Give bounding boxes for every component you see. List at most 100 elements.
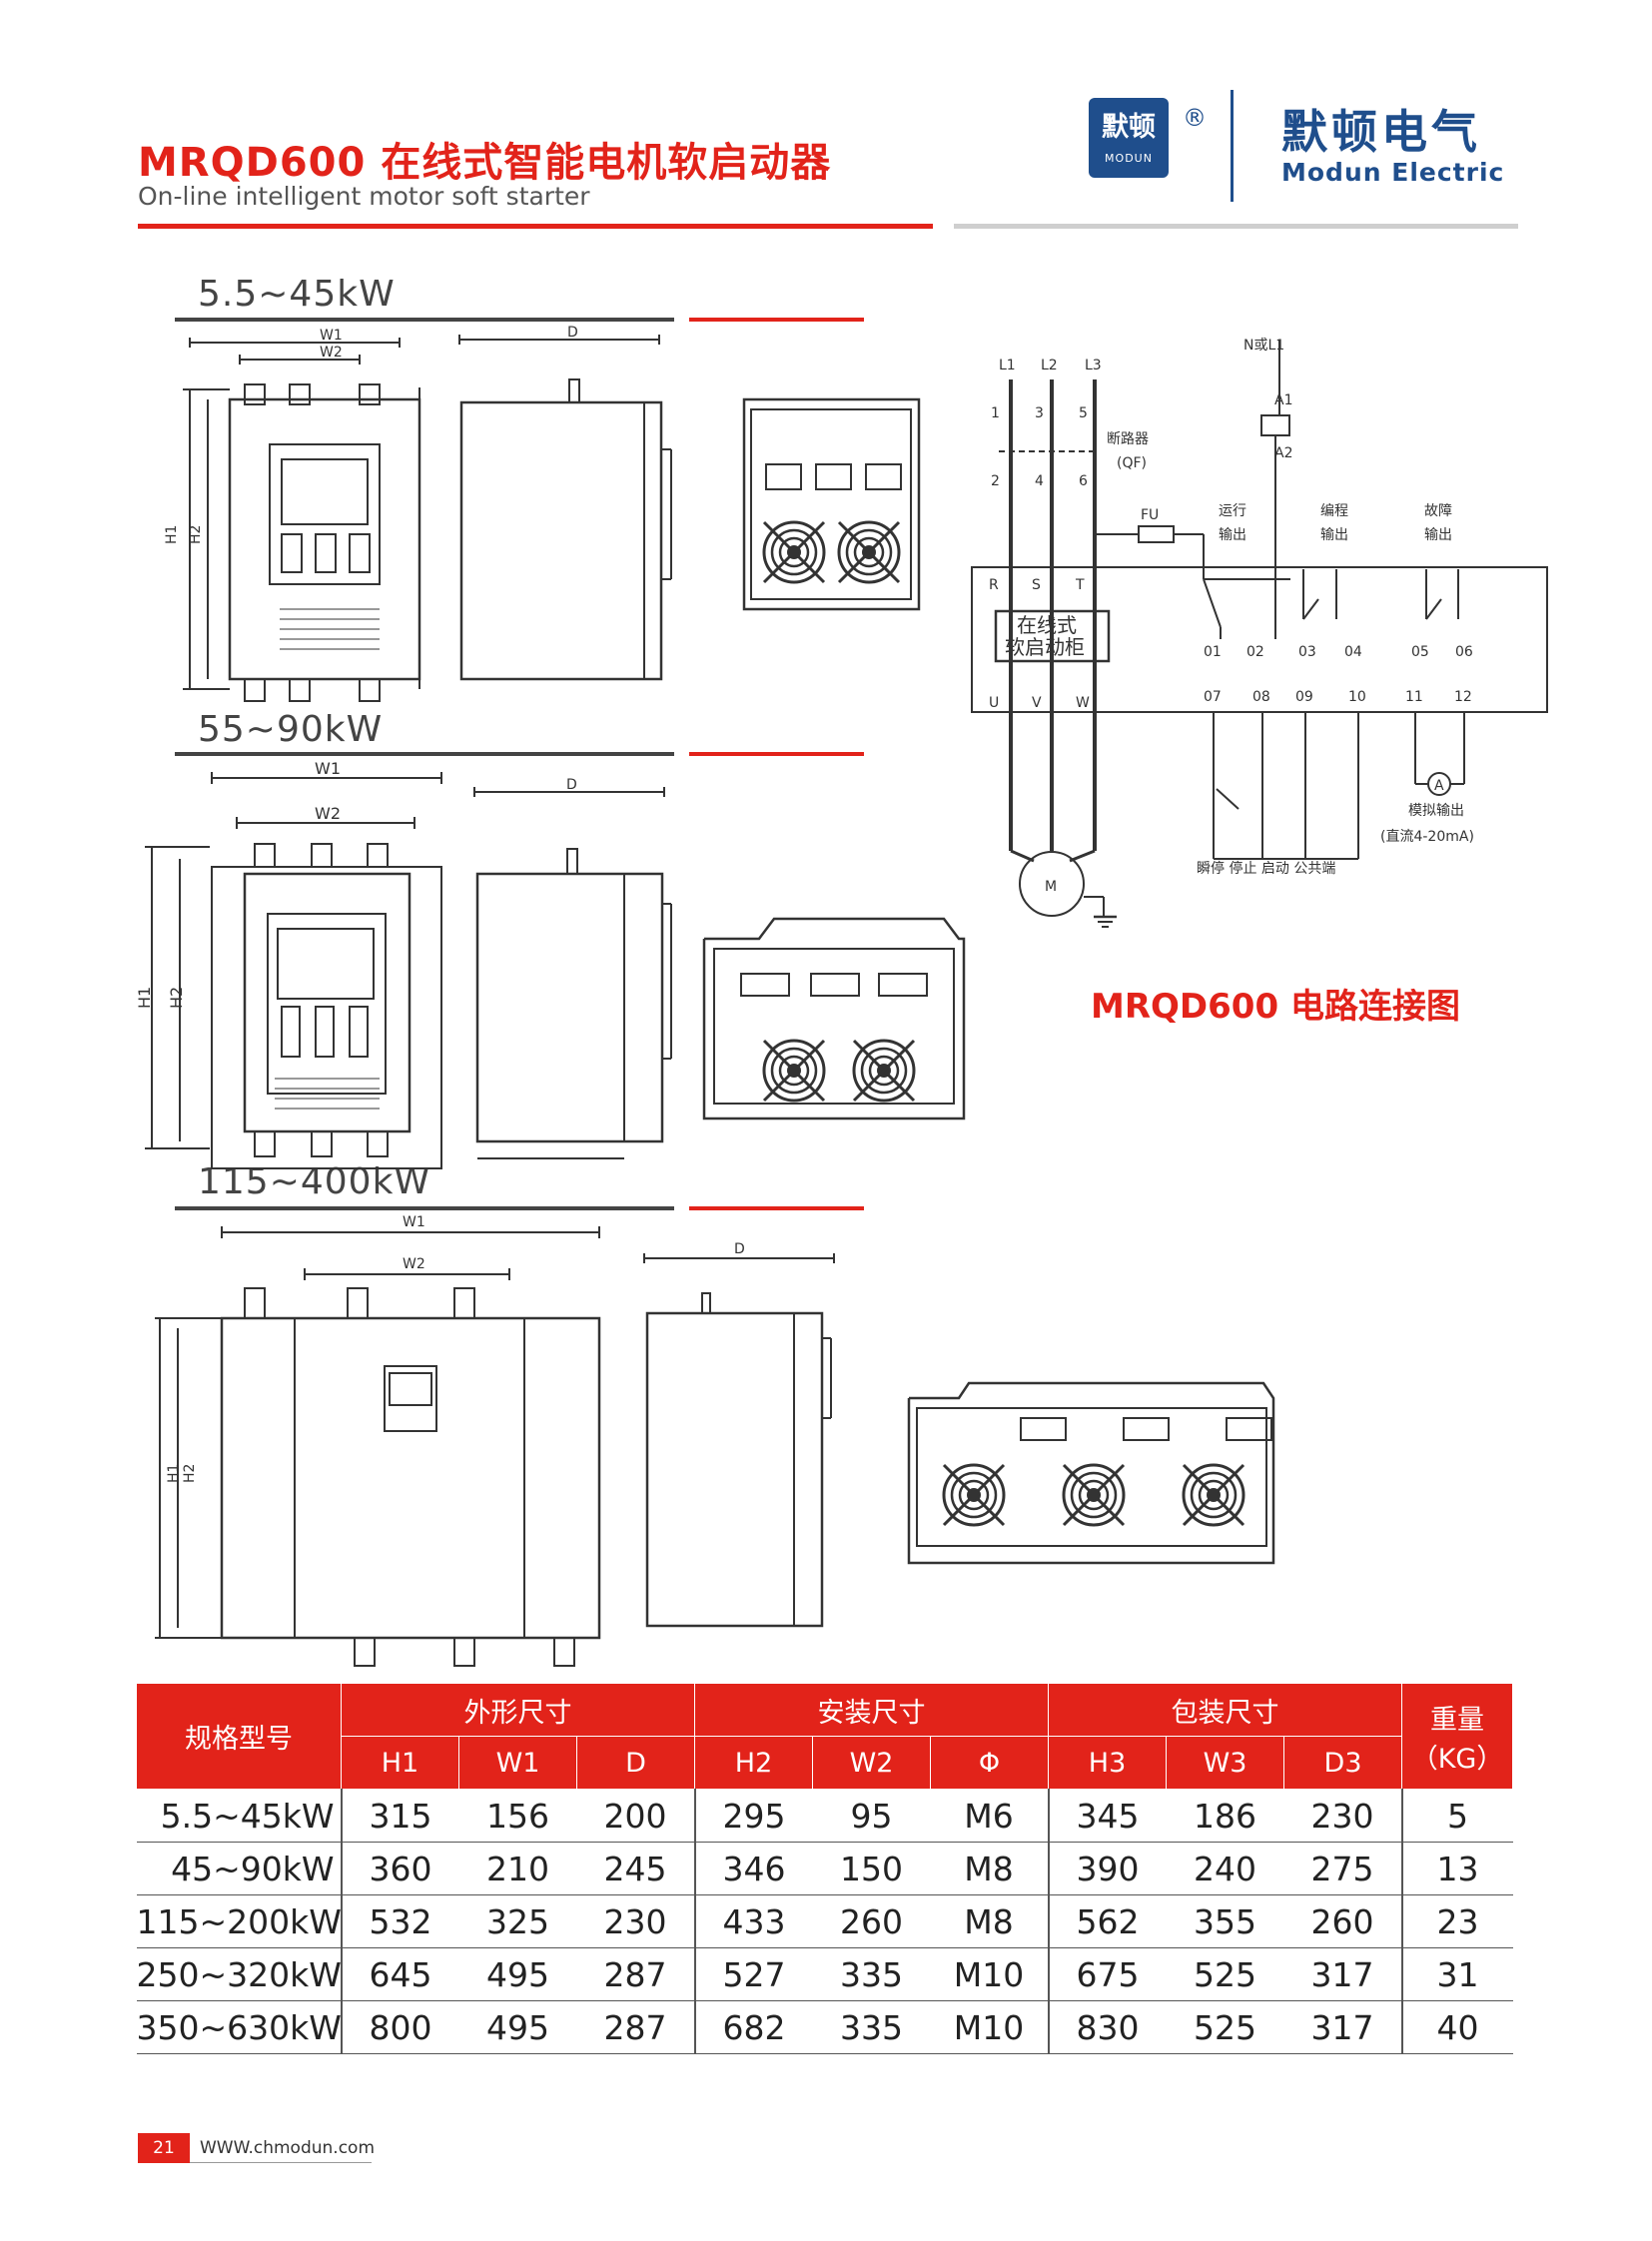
front-view-small [183,338,421,702]
terminal-11: 11 [1405,689,1423,705]
table-cell: 682 [693,2000,813,2054]
phase-l3-label: L3 [1085,358,1102,374]
terminal-5: 5 [1079,405,1088,421]
section-line-red [689,752,864,756]
soft-starter-box-line2: 软启动柜 [1005,635,1085,659]
breaker-code-label: (QF) [1117,455,1147,471]
table-cell: 675 [1047,1947,1167,2001]
dim-d-large: D [734,1241,745,1257]
fuse-label: FU [1141,507,1159,523]
table-cell: 150 [812,1842,931,1895]
fault-output-label-1: 故障 [1424,503,1452,519]
run-output-label-2: 输出 [1219,527,1246,543]
neutral-label: N或L1 [1243,338,1284,354]
table-cell: 186 [1166,1789,1284,1843]
header-install: 安装尺寸 [694,1683,1050,1737]
table-cell: 350~630kW [136,2000,342,2054]
dim-w2-small: W2 [320,345,343,361]
terminal-09: 09 [1295,689,1313,705]
page-title: MRQD600 在线式智能电机软启动器 [138,140,832,186]
terminal-2: 2 [991,473,1000,489]
terminal-06: 06 [1455,644,1473,660]
subheader-cell: W3 [1166,1736,1285,1790]
header-divider-gray [954,224,1518,229]
terminal-4: 4 [1035,473,1044,489]
table-cell: 525 [1166,1947,1284,2001]
terminal-04: 04 [1344,644,1362,660]
prog-output-label-2: 输出 [1320,527,1348,543]
table-cell: 13 [1400,1842,1513,1895]
table-cell: 295 [693,1789,813,1843]
website-link[interactable]: WWW.chmodun.com [200,2138,376,2158]
logo-separator [1231,90,1234,202]
table-cell: M6 [930,1789,1049,1843]
table-cell: 260 [1283,1894,1402,1948]
terminal-v: V [1032,695,1042,711]
header-model: 规格型号 [136,1683,342,1790]
phase-l2-label: L2 [1041,358,1058,374]
terminal-u: U [989,695,999,711]
table-cell: M8 [930,1894,1049,1948]
subheader-cell: Φ [930,1736,1050,1790]
section-line [175,1206,674,1210]
dim-h1-medium: H1 [135,987,154,1009]
table-cell: 40 [1400,2000,1513,2054]
dim-w2-medium: W2 [315,804,341,823]
front-view-large [155,1226,601,1667]
dim-w2-large: W2 [403,1256,425,1272]
table-cell: 287 [576,2000,695,2054]
table-cell: 562 [1047,1894,1167,1948]
table-cell: 525 [1166,2000,1284,2054]
subheader-cell: H2 [694,1736,814,1790]
button-labels: 瞬停 停止 启动 公共端 [1197,860,1335,877]
table-cell: 45~90kW [136,1842,342,1895]
front-view-medium [145,772,442,1169]
table-cell: 645 [340,1947,459,2001]
phase-l1-label: L1 [999,358,1016,374]
terminal-6: 6 [1079,473,1088,489]
table-cell: 23 [1400,1894,1513,1948]
section-label-small: 5.5~45kW [198,274,396,315]
bottom-view-large [907,1381,1275,1565]
circuit-diagram [971,340,1548,928]
terminal-01: 01 [1204,644,1222,660]
table-cell: 115~200kW [136,1894,342,1948]
dim-w1-medium: W1 [315,759,341,778]
table-row: 115~200kW 532 325 230 433 260 M8 562 355… [136,1894,1513,1948]
terminal-07: 07 [1204,689,1222,705]
dim-d-medium: D [566,777,577,793]
analog-output-label: 模拟输出 [1408,803,1464,819]
table-cell: 317 [1283,1947,1402,2001]
terminal-w: W [1076,695,1090,711]
table-cell: 325 [458,1894,577,1948]
subheader-cell: W2 [812,1736,932,1790]
table-cell: 800 [340,2000,459,2054]
table-row: 45~90kW 360 210 245 346 150 M8 390 240 2… [136,1842,1513,1895]
dim-w1-large: W1 [403,1214,425,1230]
table-cell: 230 [576,1894,695,1948]
terminal-s: S [1032,577,1041,593]
brand-name-en: Modun Electric [1281,158,1505,187]
dim-d-small: D [567,325,578,341]
relay-a2-label: A2 [1274,445,1292,461]
table-cell: 245 [576,1842,695,1895]
terminal-t: T [1075,577,1085,593]
table-cell: 275 [1283,1842,1402,1895]
subheader-cell: W1 [458,1736,577,1790]
table-row: 5.5~45kW 315 156 200 295 95 M6 345 186 2… [136,1789,1513,1843]
circuit-diagram-caption: MRQD600 电路连接图 [1091,987,1460,1027]
section-line-red [689,318,864,322]
dim-h1-large: H1 [166,1464,182,1483]
terminal-03: 03 [1298,644,1316,660]
dim-w1-small: W1 [320,328,343,344]
bottom-view-medium [702,917,966,1120]
page-subtitle: On-line intelligent motor soft starter [138,182,590,211]
fault-output-label-2: 输出 [1424,527,1452,543]
table-cell: 260 [812,1894,931,1948]
run-output-label-1: 运行 [1219,503,1246,519]
spec-table: 规格型号 外形尺寸 安装尺寸 包装尺寸 重量 （KG） H1 W1 D H2 W… [136,1683,1514,2054]
table-cell: 31 [1400,1947,1513,2001]
subheader-cell: D3 [1283,1736,1403,1790]
page-number: 21 [138,2133,190,2163]
subheader-cell: D [575,1736,696,1790]
